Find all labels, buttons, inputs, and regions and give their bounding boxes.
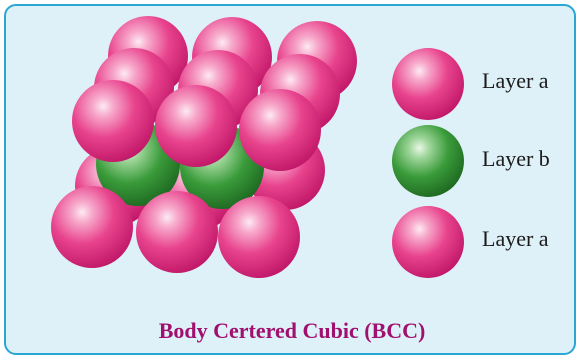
layer-a-bottom-front-spheres <box>51 186 300 278</box>
legend-label-layer-a-bottom: Layer a <box>482 226 549 252</box>
green-sphere-icon <box>392 125 464 197</box>
sphere <box>72 80 154 162</box>
legend-label-layer-a-top: Layer a <box>482 68 549 94</box>
diagram-caption: Body Certered Cubic (BCC) <box>0 318 584 344</box>
sphere <box>218 196 300 278</box>
sphere <box>155 85 237 167</box>
sphere <box>51 186 133 268</box>
pink-sphere-icon <box>392 48 464 120</box>
sphere <box>136 191 218 273</box>
pink-sphere-icon <box>392 206 464 278</box>
legend-label-layer-b: Layer b <box>482 146 550 172</box>
layer-a-front-spheres <box>72 80 321 171</box>
sphere <box>239 89 321 171</box>
